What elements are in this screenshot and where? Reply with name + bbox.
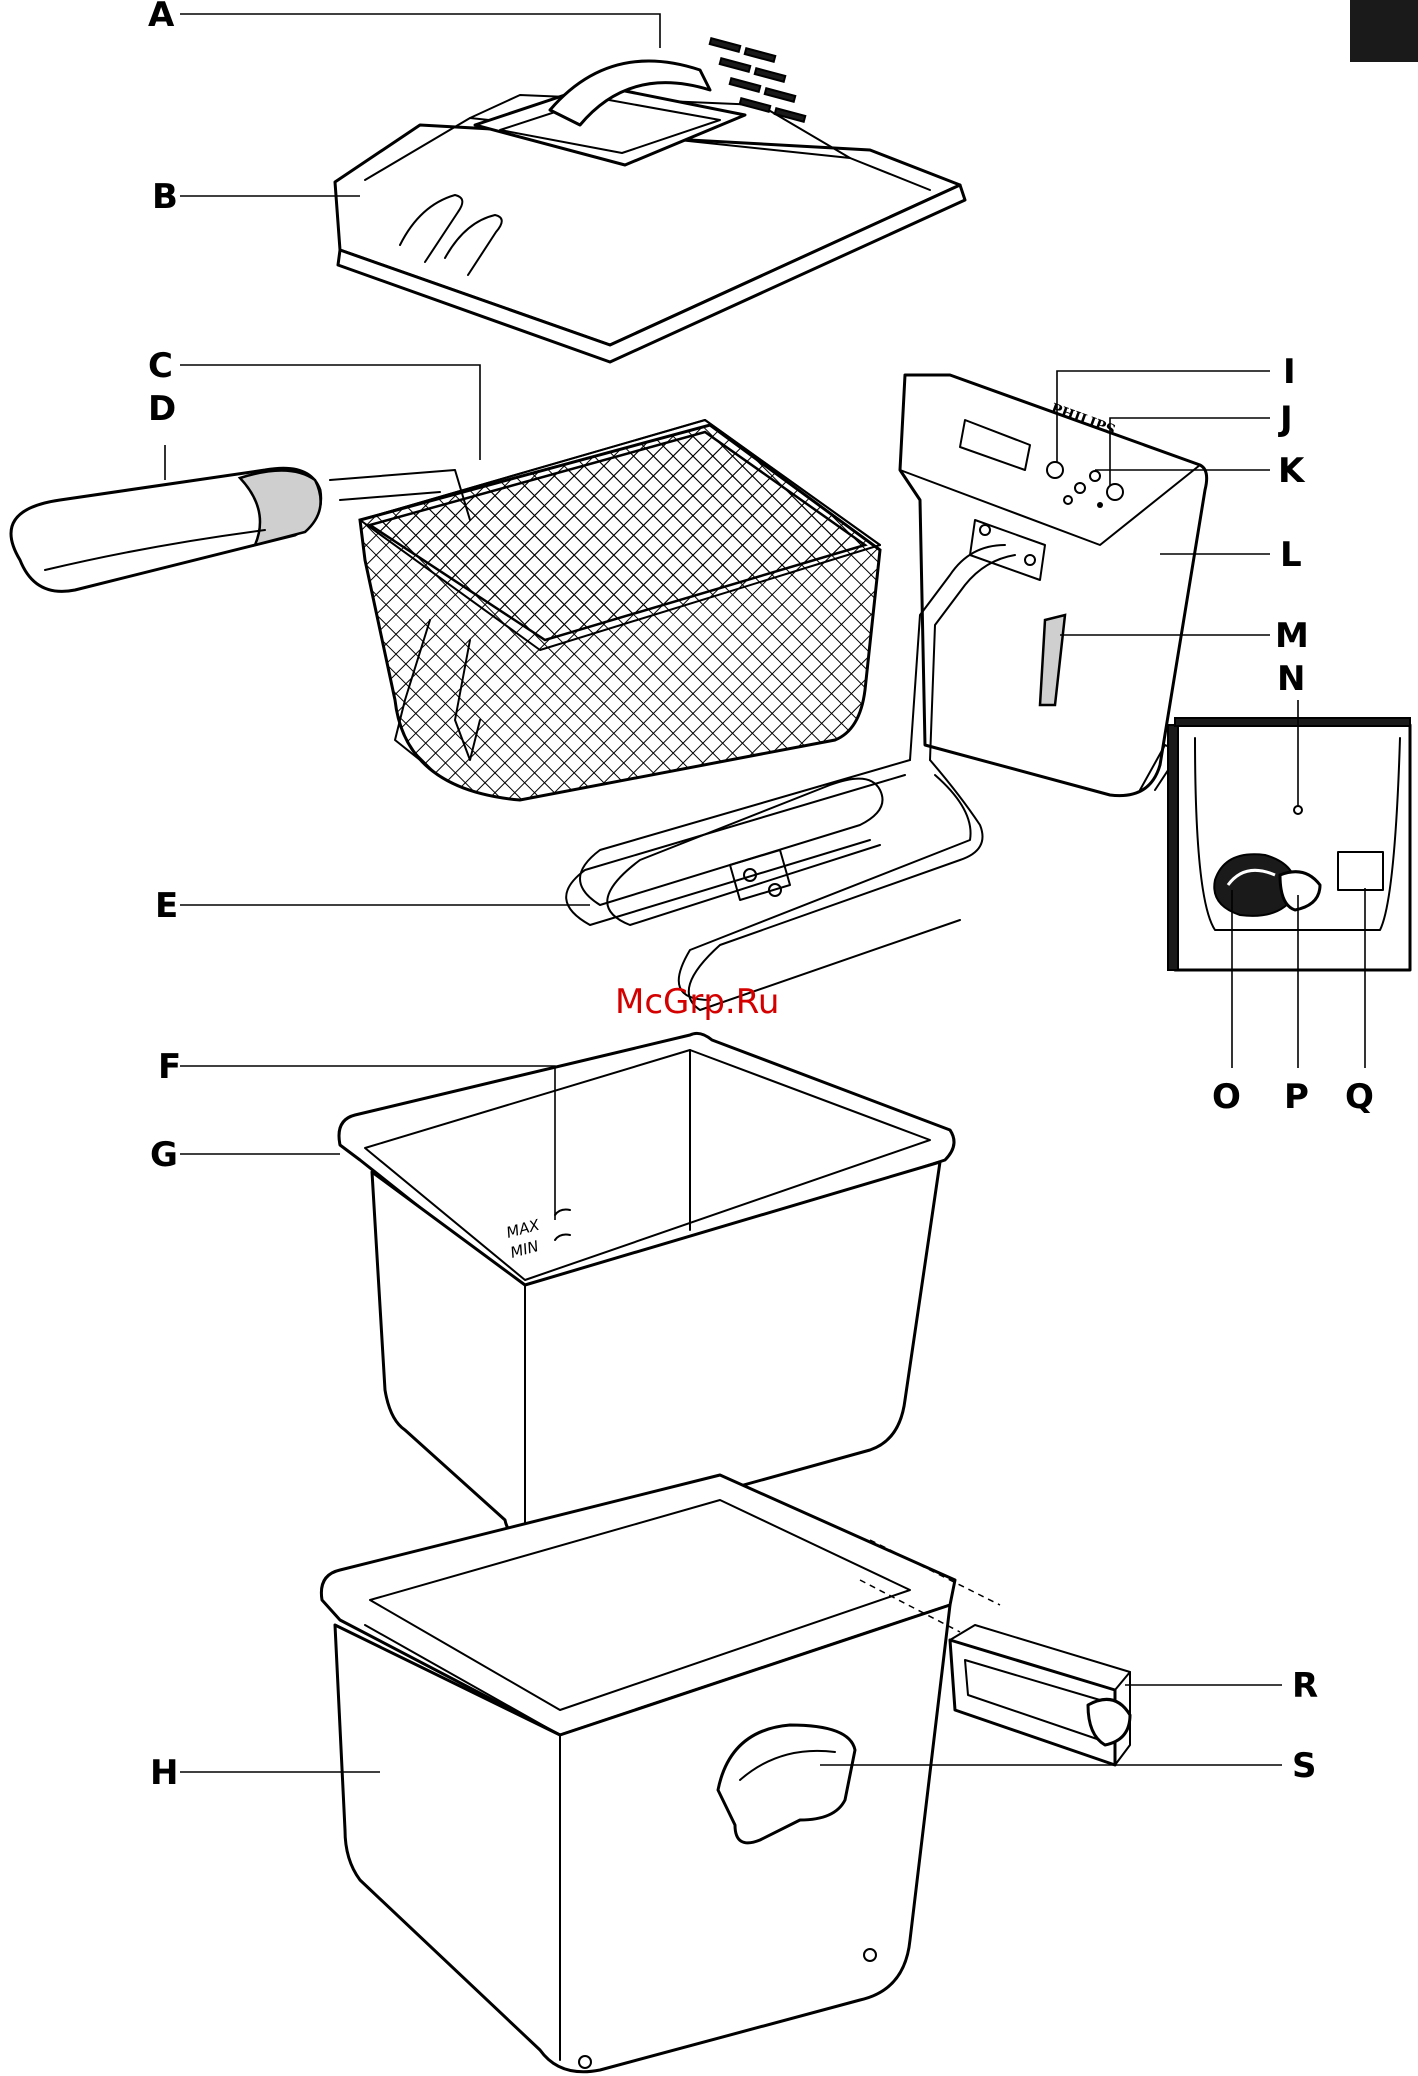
watermark: McGrp.Ru	[615, 982, 779, 1022]
callout-k: K	[1278, 451, 1306, 491]
callout-m: M	[1275, 616, 1309, 656]
section-tab	[1350, 0, 1418, 62]
cord-storage-detail	[1140, 718, 1410, 970]
frying-basket	[11, 420, 880, 800]
fryer-housing	[321, 1475, 1130, 2072]
callout-f: F	[158, 1047, 181, 1087]
callout-g: G	[150, 1135, 178, 1175]
callout-l: L	[1280, 535, 1302, 575]
callout-d: D	[148, 389, 176, 429]
lid-vents	[710, 38, 806, 122]
callout-a: A	[148, 0, 175, 35]
callout-o: O	[1212, 1077, 1241, 1117]
callout-r: R	[1292, 1666, 1318, 1706]
control-box	[900, 375, 1207, 796]
callout-j: J	[1278, 399, 1293, 439]
callout-c: C	[148, 346, 173, 386]
callout-n: N	[1277, 659, 1305, 699]
callout-b: B	[152, 177, 178, 217]
callout-e: E	[155, 886, 178, 926]
lid	[335, 38, 965, 362]
callout-i: I	[1283, 352, 1296, 392]
callout-p: P	[1284, 1077, 1309, 1117]
callout-q: Q	[1345, 1077, 1374, 1117]
callout-h: H	[150, 1753, 178, 1793]
inner-pan: MAX MIN	[339, 1033, 954, 1541]
callout-s: S	[1292, 1746, 1317, 1786]
